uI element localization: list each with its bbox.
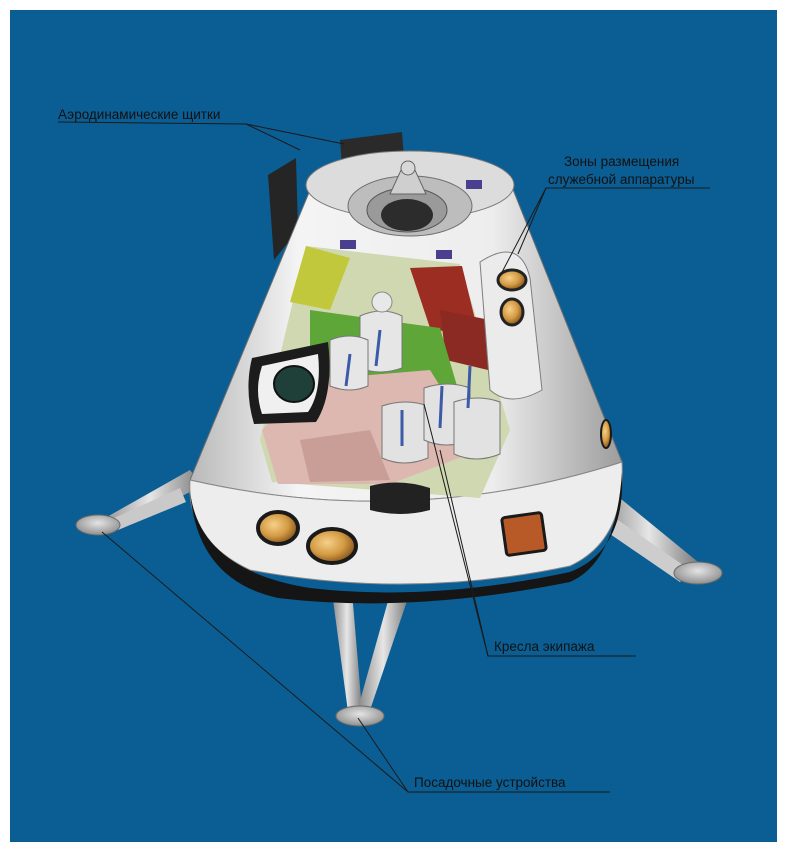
label-landing-gear: Посадочные устройства xyxy=(414,774,566,791)
panel-marker xyxy=(340,240,356,249)
spacecraft-illustration xyxy=(10,10,777,842)
label-crew-seats: Кресла экипажа xyxy=(494,638,594,655)
illustration-frame: Аэродинамические щитки Зоны размещения с… xyxy=(10,10,777,842)
landing-leg-front xyxy=(332,592,408,726)
label-service-zones-line1: Зоны размещения xyxy=(564,153,679,170)
label-service-zones-line2: служебной аппаратуры xyxy=(548,171,694,188)
panel-marker xyxy=(436,250,452,259)
panel-marker xyxy=(466,180,482,189)
crew-seat xyxy=(330,336,368,390)
landing-leg-left xyxy=(76,470,202,535)
crew-seat xyxy=(382,402,428,463)
label-aerodynamic-flaps: Аэродинамические щитки xyxy=(58,106,220,123)
